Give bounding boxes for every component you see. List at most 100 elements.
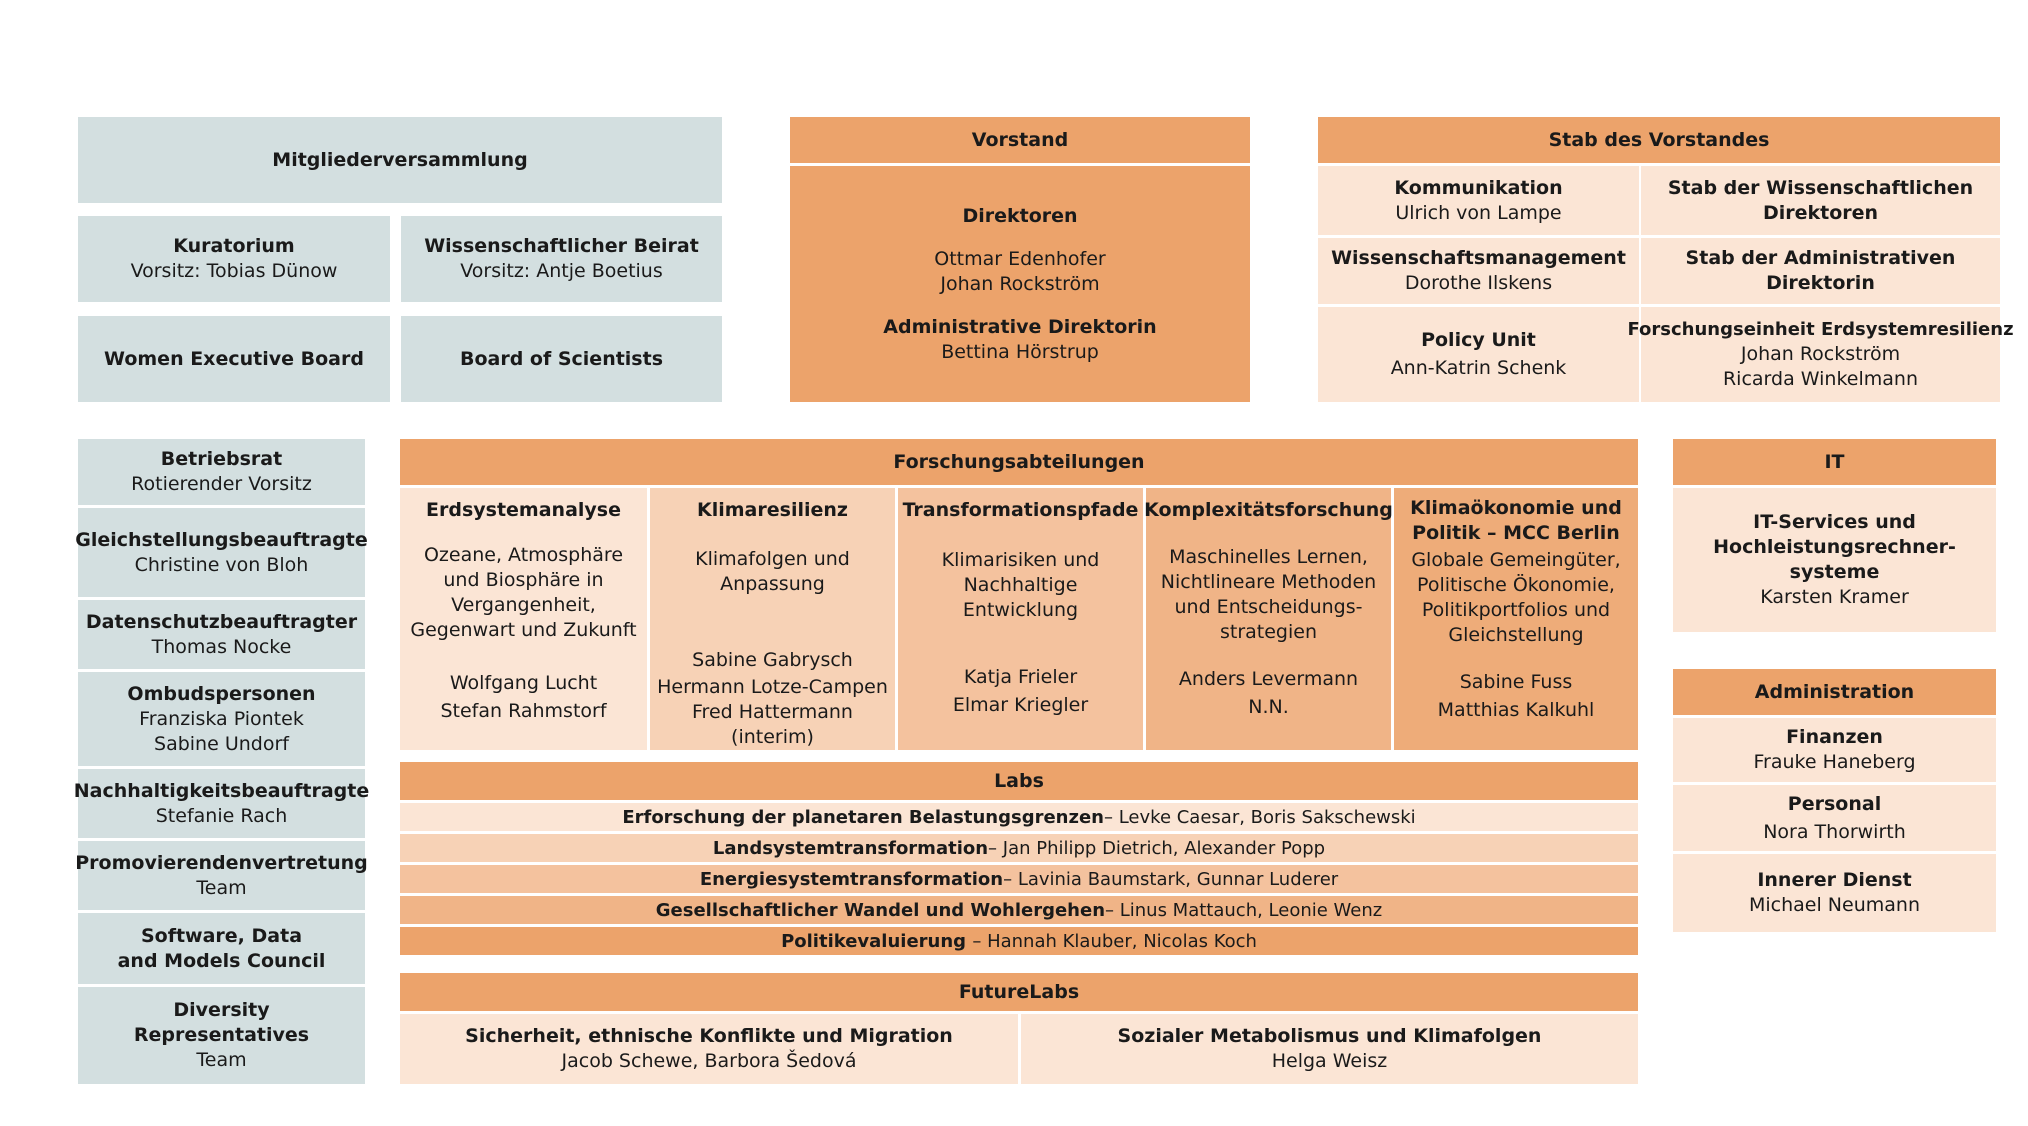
diversity-title: Diversity (173, 999, 270, 1021)
personal-name: Nora Thorwirth (1763, 820, 1906, 843)
beirat-chair: Vorsitz: Antje Boetius (460, 260, 663, 282)
department-person: Fred Hattermann (interim) (692, 701, 853, 748)
gleichstellung-title: Gleichstellungsbeauftragte (75, 528, 368, 551)
lab-people: – Hannah Klauber, Nicolas Koch (972, 930, 1257, 952)
lab-people: – Linus Mattauch, Leonie Wenz (1105, 899, 1383, 921)
diversity-box: Diversity Representatives Team (78, 987, 365, 1084)
futurelabs-header-label: FutureLabs (958, 980, 1080, 1003)
department-title: Komplexitätsforschung (1144, 499, 1393, 521)
labs-header: Labs (400, 762, 1638, 800)
department-desc: Maschinelles Lernen, (1169, 546, 1368, 568)
mitgliederversammlung-title: Mitgliederversammlung (272, 148, 528, 171)
software-data-council-title: Software, Data (140, 924, 303, 947)
department-desc: Vergangenheit, (451, 594, 596, 616)
administration-header-label: Administration (1754, 680, 1915, 703)
promovierenden-line: Team (196, 876, 247, 899)
lab-title: Gesellschaftlicher Wandel und Wohlergehe… (655, 899, 1106, 921)
department-desc: Nichtlineare Methoden (1160, 571, 1377, 593)
kommunikation-box: Kommunikation Ulrich von Lampe (1318, 166, 1639, 235)
lab-row: Energiesystemtransformation – Lavinia Ba… (400, 865, 1638, 893)
futurelab-title: Sozialer Metabolismus und Klimafolgen (1117, 1025, 1542, 1047)
director-name: Ottmar Edenhofer (934, 247, 1106, 270)
department-desc: Anpassung (720, 572, 825, 595)
stab-wissenschaftliche-direktoren-box: Stab der Wissenschaftlichen Direktoren (1641, 166, 2000, 235)
futurelab-title: Sicherheit, ethnische Konflikte und Migr… (465, 1025, 953, 1047)
kuratorium-title: Kuratorium (173, 235, 295, 257)
lab-title: Energiesystemtransformation (699, 868, 1004, 890)
nachhaltigkeit-line: Stefanie Rach (155, 804, 288, 827)
it-services-name: Karsten Kramer (1760, 586, 1909, 608)
beirat-title: Wissenschaftlicher Beirat (424, 235, 699, 257)
administrative-direktorin-title: Administrative Direktorin (883, 315, 1157, 338)
forschung-header: Forschungsabteilungen (400, 439, 1638, 485)
erdsystemresilienz-name: Johan Rockström (1740, 343, 1901, 365)
erdsystemresilienz-box: Forschungseinheit Erdsystemresilienz Joh… (1627, 307, 2014, 402)
gleichstellung-box: Gleichstellungsbeauftragte Christine von… (75, 508, 368, 597)
it-services-title: systeme (1789, 561, 1880, 583)
innerer-dienst-box: Innerer Dienst Michael Neumann (1673, 854, 1996, 932)
department-person: N.N. (1248, 696, 1289, 718)
department-person: Matthias Kalkuhl (1437, 699, 1595, 721)
diversity-line: Team (196, 1049, 247, 1071)
department-person: Hermann Lotze-Campen (657, 676, 888, 698)
stab-administrative-direktorin-box: Stab der Administrativen Direktorin (1641, 238, 2000, 304)
department-person: Stefan Rahmstorf (440, 700, 607, 722)
department-klimaresilienz: Klimaresilienz Klimafolgen und Anpassung… (650, 488, 895, 750)
department-desc: strategien (1219, 621, 1317, 643)
direktoren-title: Direktoren (962, 204, 1078, 227)
lab-row: Gesellschaftlicher Wandel und Wohlergehe… (400, 896, 1638, 924)
it-header: IT (1673, 439, 1996, 485)
stab-admin-line2: Direktorin (1766, 272, 1875, 294)
lab-people: – Lavinia Baumstark, Gunnar Luderer (1003, 868, 1339, 890)
policy-unit-box: Policy Unit Ann-Katrin Schenk (1318, 307, 1639, 402)
administration-header: Administration (1673, 669, 1996, 715)
lab-row: Politikevaluierung – Hannah Klauber, Nic… (400, 927, 1638, 955)
department-desc: Entwicklung (962, 599, 1079, 621)
stab-admin-line1: Stab der Administrativen (1685, 247, 1956, 269)
department-person: Anders Levermann (1178, 668, 1359, 690)
department-title: Erdsystemanalyse (426, 499, 621, 521)
datenschutz-line: Thomas Nocke (151, 635, 292, 658)
department-title: Klimaresilienz (697, 499, 848, 521)
policy-unit-title: Policy Unit (1421, 329, 1536, 351)
department-person: Wolfgang Lucht (449, 672, 598, 694)
wissenschaftsmanagement-name: Dorothe Ilskens (1404, 272, 1553, 294)
department-title: Transformationspfade (902, 499, 1139, 521)
department-desc: Politikportfolios und (1421, 599, 1611, 621)
forschung-header-label: Forschungsabteilungen (893, 450, 1145, 473)
erdsystemresilienz-name: Ricarda Winkelmann (1722, 368, 1918, 390)
betriebsrat-box: Betriebsrat Rotierender Vorsitz (78, 439, 365, 505)
lab-row: Landsystemtransformation – Jan Philipp D… (400, 834, 1638, 862)
nachhaltigkeit-box: Nachhaltigkeitsbeauftragte Stefanie Rach (74, 769, 369, 838)
department-desc: Gegenwart und Zukunft (410, 619, 637, 641)
ombudspersonen-title: Ombudspersonen (127, 682, 316, 705)
innerer-dienst-title: Innerer Dienst (1757, 869, 1912, 891)
board-of-scientists-title: Board of Scientists (459, 347, 664, 370)
board-of-scientists-box: Board of Scientists (401, 316, 722, 402)
wissenschaftsmanagement-box: Wissenschaftsmanagement Dorothe Ilskens (1318, 238, 1639, 304)
lab-title: Politikevaluierung (781, 930, 973, 952)
department-desc: Nachhaltige (963, 574, 1078, 596)
erdsystemresilienz-title: Forschungseinheit Erdsystemresilienz (1627, 319, 2014, 340)
department-person: Elmar Kriegler (952, 694, 1089, 716)
administrative-direktorin-name: Bettina Hörstrup (941, 340, 1099, 363)
software-data-council-title: and Models Council (117, 949, 326, 972)
futurelab-people: Helga Weisz (1271, 1050, 1388, 1072)
department-title: Klimaökonomie und (1410, 497, 1622, 519)
department-desc: Klimafolgen und (695, 547, 850, 570)
kuratorium-chair: Vorsitz: Tobias Dünow (130, 260, 338, 282)
datenschutz-box: Datenschutzbeauftragter Thomas Nocke (78, 600, 365, 669)
vorstand-header-label: Vorstand (971, 128, 1069, 151)
finanzen-name: Frauke Haneberg (1753, 751, 1916, 773)
it-header-label: IT (1824, 450, 1845, 473)
personal-box: Personal Nora Thorwirth (1673, 785, 1996, 851)
diversity-title: Representatives (133, 1024, 310, 1046)
lab-title: Erforschung der planetaren Belastungsgre… (622, 806, 1104, 828)
department-title: Politik – MCC Berlin (1412, 522, 1620, 544)
department-desc: Gleichstellung (1448, 624, 1584, 646)
gleichstellung-line: Christine von Bloh (134, 553, 309, 576)
nachhaltigkeit-title: Nachhaltigkeitsbeauftragte (73, 779, 370, 802)
department-transformationspfade: Transformationspfade Klimarisiken und Na… (898, 488, 1143, 750)
futurelab-item: Sozialer Metabolismus und Klimafolgen He… (1021, 1014, 1638, 1084)
lab-people: – Jan Philipp Dietrich, Alexander Popp (988, 837, 1326, 859)
